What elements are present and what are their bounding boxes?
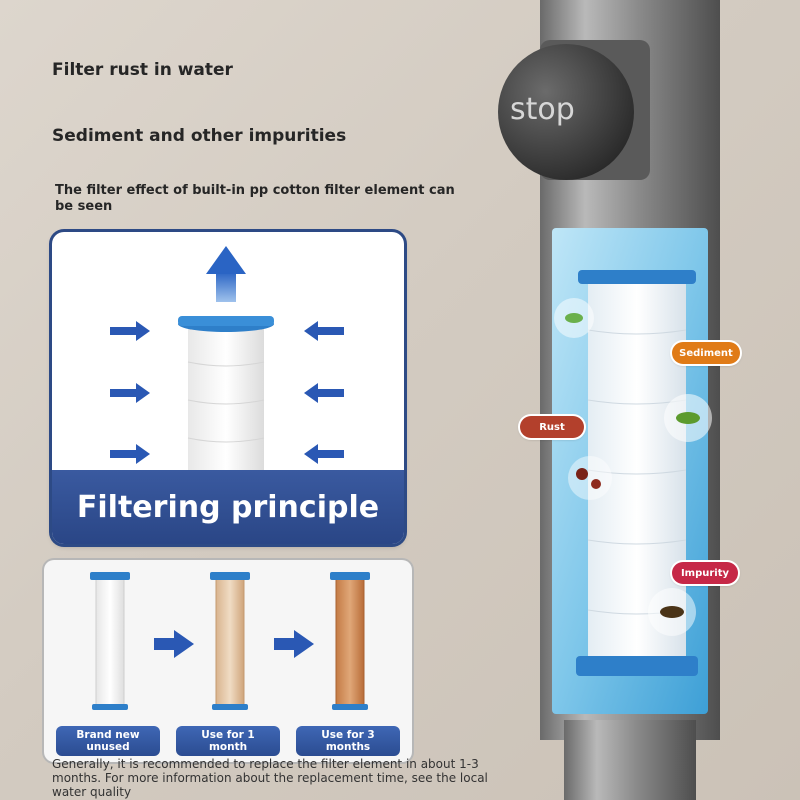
tag-rust: Rust: [520, 416, 584, 438]
stop-button-icon: [498, 44, 634, 180]
filter-cartridge-icon: [178, 316, 274, 472]
tag-sediment: Sediment: [672, 342, 740, 364]
rust-bubble-icon: [568, 456, 612, 500]
headline-sediment: Sediment and other impurities: [52, 126, 347, 146]
caption-filter-effect: The filter effect of built-in pp cotton …: [55, 183, 455, 214]
inflow-arrows-right-icon: [304, 321, 344, 464]
filtering-principle-title: Filtering principle: [52, 470, 404, 544]
shower-head-illustration: stop Sediment Rust Impurity: [496, 0, 796, 800]
outflow-arrow-icon: [206, 246, 246, 302]
one-month-cartridge-icon: [210, 572, 250, 710]
bacteria-bubble-icon: [554, 298, 594, 338]
replacement-footnote: Generally, it is recommended to replace …: [52, 757, 488, 799]
usage-comparison-panel: Brand new unused Use for 1 month Use for…: [44, 560, 412, 762]
filter-diagram: [110, 246, 344, 472]
impurity-bubble-icon: [648, 588, 696, 636]
inflow-arrows-left-icon: [110, 321, 150, 464]
new-cartridge-icon: [90, 572, 130, 710]
stage-label-new: Brand new unused: [56, 726, 160, 756]
shower-body-graphic: [498, 0, 720, 800]
progress-arrow-icon: [154, 630, 194, 658]
headline-rust: Filter rust in water: [52, 60, 233, 80]
sediment-bubble-icon: [664, 394, 712, 442]
cartridge-comparison-graphic: [90, 572, 370, 710]
progress-arrow-icon: [274, 630, 314, 658]
filtering-principle-panel: Filtering principle: [52, 232, 404, 544]
stage-label-three-months: Use for 3 months: [296, 726, 400, 756]
tag-impurity: Impurity: [672, 562, 738, 584]
three-month-cartridge-icon: [330, 572, 370, 710]
stop-label: stop: [510, 92, 575, 127]
stage-label-one-month: Use for 1 month: [176, 726, 280, 756]
